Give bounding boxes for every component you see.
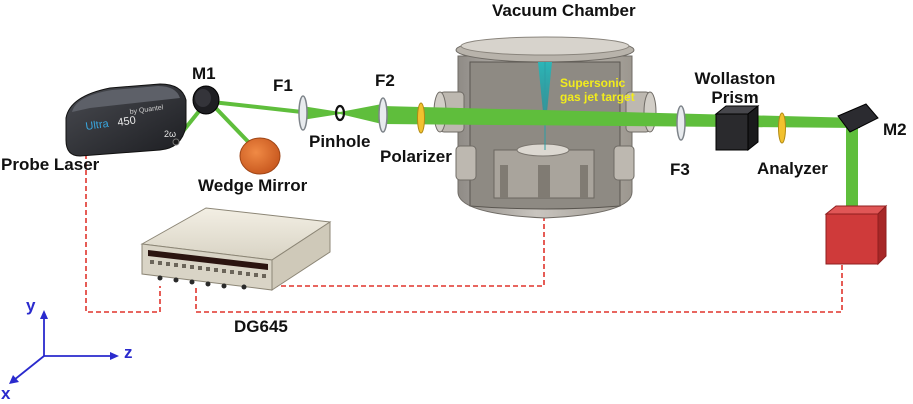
- dg645-display: [148, 250, 268, 270]
- label-gas-jet-line1: Supersonic: [560, 76, 626, 90]
- label-wollaston-prism: Wollaston Prism: [690, 69, 780, 107]
- chamber-lid-top: [460, 36, 630, 56]
- beam-focus-f1-pinhole: [302, 106, 340, 120]
- beam-m2-to-detector: [846, 126, 858, 214]
- label-f3: F3: [670, 160, 690, 179]
- mirror-m2: [837, 103, 879, 133]
- stand-leg: [500, 165, 508, 198]
- analyzer-optic: [778, 112, 786, 144]
- lens-f1: [298, 95, 308, 131]
- dg645-connectors: [157, 275, 247, 290]
- lower-left-port: [455, 145, 477, 181]
- vacuum-chamber: [433, 36, 657, 219]
- axis-y-arrow: [40, 310, 48, 319]
- pinhole-optic: [334, 104, 346, 122]
- axis-z-arrow: [110, 352, 119, 360]
- detector: [824, 204, 888, 266]
- laser-brand-model: 450: [117, 115, 137, 129]
- label-gas-jet-target: Supersonic gas jet target: [560, 76, 635, 105]
- label-m2: M2: [883, 120, 907, 139]
- label-dg645: DG645: [234, 317, 288, 336]
- laser-brand-maker: by Quantel: [129, 104, 164, 116]
- stand-leg: [580, 165, 588, 198]
- label-m1: M1: [192, 64, 216, 83]
- lens-f3: [676, 105, 686, 141]
- label-wollaston: Wollaston: [694, 69, 776, 88]
- label-prism: Prism: [711, 87, 759, 107]
- laser-top-face: [72, 86, 180, 112]
- label-vacuum-chamber: Vacuum Chamber: [492, 1, 636, 20]
- dg645-buttons: [150, 260, 266, 278]
- dg645-delay-generator: [140, 207, 332, 291]
- beam-m1-to-f1: [210, 100, 304, 114]
- label-wedge-mirror: Wedge Mirror: [198, 176, 308, 195]
- lower-right-port: [613, 145, 635, 181]
- axis-label-x: x: [1, 384, 11, 403]
- label-probe-laser: Probe Laser: [1, 155, 100, 174]
- stand-leg: [538, 165, 550, 198]
- lens-f2: [378, 97, 388, 133]
- laser-brand-name: Ultra: [85, 118, 111, 133]
- label-polarizer: Polarizer: [380, 147, 452, 166]
- axis-x-arrow: [9, 375, 19, 384]
- stand-disk: [516, 143, 570, 157]
- coordinate-axes: [9, 310, 119, 384]
- wedge-mirror-optic: [239, 137, 281, 175]
- beam-expand-pinhole-f2: [340, 104, 382, 124]
- label-f2: F2: [375, 71, 395, 90]
- label-analyzer: Analyzer: [757, 159, 828, 178]
- label-pinhole: Pinhole: [309, 132, 371, 151]
- laser-aperture: [172, 138, 180, 146]
- axis-x: [13, 355, 45, 381]
- mirror-m1: [192, 85, 220, 115]
- probe-laser: [65, 83, 187, 157]
- label-gas-jet-line2: gas jet target: [560, 89, 635, 104]
- label-f1: F1: [273, 76, 293, 95]
- axis-label-y: y: [26, 296, 36, 315]
- polarizer-optic: [417, 102, 425, 134]
- trigger-line-laser: [85, 146, 161, 313]
- wollaston-prism: [714, 104, 760, 152]
- trigger-line-detector: [195, 262, 843, 313]
- axis-label-z: z: [124, 343, 133, 362]
- laser-harmonic: 2ω: [164, 129, 176, 139]
